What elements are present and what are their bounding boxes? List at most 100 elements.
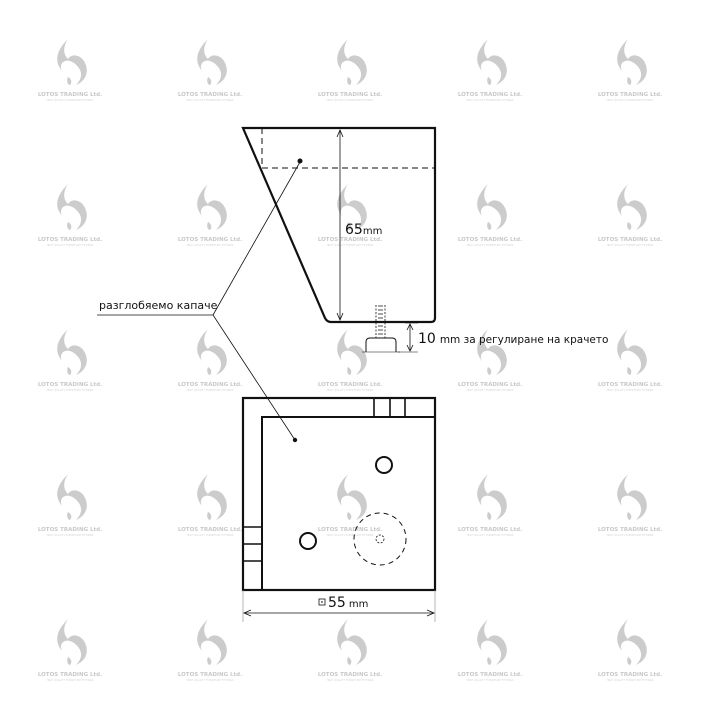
watermark-subtitle: HIGH QUALITY FURNITURE FITTINGS (467, 243, 514, 247)
watermark-title: LOTOS TRADING Ltd. (598, 382, 662, 388)
height-label: 65mm (345, 222, 382, 238)
watermark-logo: LOTOS TRADING Ltd.HIGH QUALITY FURNITURE… (598, 619, 662, 682)
watermark-subtitle: HIGH QUALITY FURNITURE FITTINGS (327, 98, 374, 102)
watermark-title: LOTOS TRADING Ltd. (178, 237, 242, 243)
watermark-logo: LOTOS TRADING Ltd.HIGH QUALITY FURNITURE… (38, 474, 102, 537)
watermark-logo: LOTOS TRADING Ltd.HIGH QUALITY FURNITURE… (318, 619, 382, 682)
watermark-title: LOTOS TRADING Ltd. (318, 672, 382, 678)
watermark-subtitle: HIGH QUALITY FURNITURE FITTINGS (187, 533, 234, 537)
watermark-subtitle: HIGH QUALITY FURNITURE FITTINGS (607, 243, 654, 247)
side-view (241, 126, 437, 353)
watermark-title: LOTOS TRADING Ltd. (598, 92, 662, 98)
width-arrowheads (242, 609, 436, 617)
watermark-title: LOTOS TRADING Ltd. (458, 527, 522, 533)
watermark-logo: LOTOS TRADING Ltd.HIGH QUALITY FURNITURE… (598, 184, 662, 247)
screw-hole (299, 532, 317, 550)
watermark-title: LOTOS TRADING Ltd. (318, 382, 382, 388)
watermark-logo: LOTOS TRADING Ltd.HIGH QUALITY FURNITURE… (178, 619, 242, 682)
watermark-logo: LOTOS TRADING Ltd.HIGH QUALITY FURNITURE… (318, 329, 382, 392)
watermark-subtitle: HIGH QUALITY FURNITURE FITTINGS (327, 533, 374, 537)
watermark-logo: LOTOS TRADING Ltd.HIGH QUALITY FURNITURE… (458, 184, 522, 247)
watermark-subtitle: HIGH QUALITY FURNITURE FITTINGS (607, 678, 654, 682)
watermark-subtitle: HIGH QUALITY FURNITURE FITTINGS (47, 98, 94, 102)
height-arrowheads (336, 128, 344, 322)
watermark-title: LOTOS TRADING Ltd. (458, 237, 522, 243)
watermark-subtitle: HIGH QUALITY FURNITURE FITTINGS (327, 388, 374, 392)
watermark-title: LOTOS TRADING Ltd. (38, 672, 102, 678)
adjuster-center (375, 534, 385, 544)
watermark-subtitle: HIGH QUALITY FURNITURE FITTINGS (467, 98, 514, 102)
adjuster-dashed-circle (353, 512, 407, 566)
watermark-title: LOTOS TRADING Ltd. (598, 672, 662, 678)
watermark-subtitle: HIGH QUALITY FURNITURE FITTINGS (467, 533, 514, 537)
watermark-subtitle: HIGH QUALITY FURNITURE FITTINGS (187, 243, 234, 247)
watermark-subtitle: HIGH QUALITY FURNITURE FITTINGS (187, 98, 234, 102)
watermark-title: LOTOS TRADING Ltd. (598, 237, 662, 243)
watermark-subtitle: HIGH QUALITY FURNITURE FITTINGS (327, 243, 374, 247)
watermark-logo: LOTOS TRADING Ltd.HIGH QUALITY FURNITURE… (38, 39, 102, 102)
watermark-title: LOTOS TRADING Ltd. (318, 92, 382, 98)
watermark-logo: LOTOS TRADING Ltd.HIGH QUALITY FURNITURE… (458, 619, 522, 682)
watermark-subtitle: HIGH QUALITY FURNITURE FITTINGS (607, 533, 654, 537)
watermark-title: LOTOS TRADING Ltd. (38, 237, 102, 243)
watermark-logo: LOTOS TRADING Ltd.HIGH QUALITY FURNITURE… (318, 184, 382, 247)
watermark-title: LOTOS TRADING Ltd. (178, 672, 242, 678)
watermark-subtitle: HIGH QUALITY FURNITURE FITTINGS (47, 678, 94, 682)
watermark-title: LOTOS TRADING Ltd. (38, 527, 102, 533)
watermark-logo: LOTOS TRADING Ltd.HIGH QUALITY FURNITURE… (38, 184, 102, 247)
watermark-title: LOTOS TRADING Ltd. (458, 92, 522, 98)
bottom-view (241, 396, 437, 622)
watermark-logo: LOTOS TRADING Ltd.HIGH QUALITY FURNITURE… (178, 184, 242, 247)
watermark-logo: LOTOS TRADING Ltd.HIGH QUALITY FURNITURE… (598, 329, 662, 392)
watermark-subtitle: HIGH QUALITY FURNITURE FITTINGS (467, 678, 514, 682)
cover-label: разглобяемо капаче (99, 299, 218, 312)
watermark-title: LOTOS TRADING Ltd. (458, 672, 522, 678)
watermark-title: LOTOS TRADING Ltd. (178, 527, 242, 533)
watermark-title: LOTOS TRADING Ltd. (318, 237, 382, 243)
watermark-title: LOTOS TRADING Ltd. (38, 92, 102, 98)
watermark-title: LOTOS TRADING Ltd. (178, 92, 242, 98)
watermark-subtitle: HIGH QUALITY FURNITURE FITTINGS (607, 388, 654, 392)
watermark-subtitle: HIGH QUALITY FURNITURE FITTINGS (187, 678, 234, 682)
watermark-subtitle: HIGH QUALITY FURNITURE FITTINGS (607, 98, 654, 102)
watermark-title: LOTOS TRADING Ltd. (598, 527, 662, 533)
watermark-subtitle: HIGH QUALITY FURNITURE FITTINGS (467, 388, 514, 392)
watermark-title: LOTOS TRADING Ltd. (38, 382, 102, 388)
cover-pointer-dot-bottom (292, 437, 298, 443)
watermark-logo: LOTOS TRADING Ltd.HIGH QUALITY FURNITURE… (38, 329, 102, 392)
watermark-title: LOTOS TRADING Ltd. (178, 382, 242, 388)
watermark-title: LOTOS TRADING Ltd. (458, 382, 522, 388)
adjust-arrowheads (406, 323, 414, 352)
watermark-title: LOTOS TRADING Ltd. (318, 527, 382, 533)
leg-side-outline (241, 126, 437, 324)
leader-lines (97, 161, 301, 441)
width-extension-lines (242, 590, 436, 622)
square-symbol-icon (318, 598, 326, 606)
watermark-logo: LOTOS TRADING Ltd.HIGH QUALITY FURNITURE… (178, 39, 242, 102)
watermark-logo: LOTOS TRADING Ltd.HIGH QUALITY FURNITURE… (598, 474, 662, 537)
watermark-logo: LOTOS TRADING Ltd.HIGH QUALITY FURNITURE… (318, 474, 382, 537)
watermark-subtitle: HIGH QUALITY FURNITURE FITTINGS (187, 388, 234, 392)
watermark-logo: LOTOS TRADING Ltd.HIGH QUALITY FURNITURE… (458, 329, 522, 392)
watermark-logo: LOTOS TRADING Ltd.HIGH QUALITY FURNITURE… (178, 474, 242, 537)
watermark-subtitle: HIGH QUALITY FURNITURE FITTINGS (47, 388, 94, 392)
cover-pointer-dot-top (297, 158, 303, 164)
cover-dashed-outline (261, 128, 435, 169)
watermark-logo: LOTOS TRADING Ltd.HIGH QUALITY FURNITURE… (318, 39, 382, 102)
left-dividers (243, 526, 262, 562)
screw-hole (375, 456, 393, 474)
cover-outline (261, 416, 435, 590)
watermark-subtitle: HIGH QUALITY FURNITURE FITTINGS (47, 533, 94, 537)
watermark-logo: LOTOS TRADING Ltd.HIGH QUALITY FURNITURE… (178, 329, 242, 392)
leg-bottom-outline (241, 396, 437, 592)
adjuster-screw (362, 305, 400, 353)
watermark-logo: LOTOS TRADING Ltd.HIGH QUALITY FURNITURE… (458, 474, 522, 537)
watermark-subtitle: HIGH QUALITY FURNITURE FITTINGS (47, 243, 94, 247)
top-dividers (373, 398, 406, 417)
watermark-logo: LOTOS TRADING Ltd.HIGH QUALITY FURNITURE… (38, 619, 102, 682)
watermark-layer: LOTOS TRADING Ltd.HIGH QUALITY FURNITURE… (38, 39, 662, 682)
watermark-logo: LOTOS TRADING Ltd.HIGH QUALITY FURNITURE… (458, 39, 522, 102)
